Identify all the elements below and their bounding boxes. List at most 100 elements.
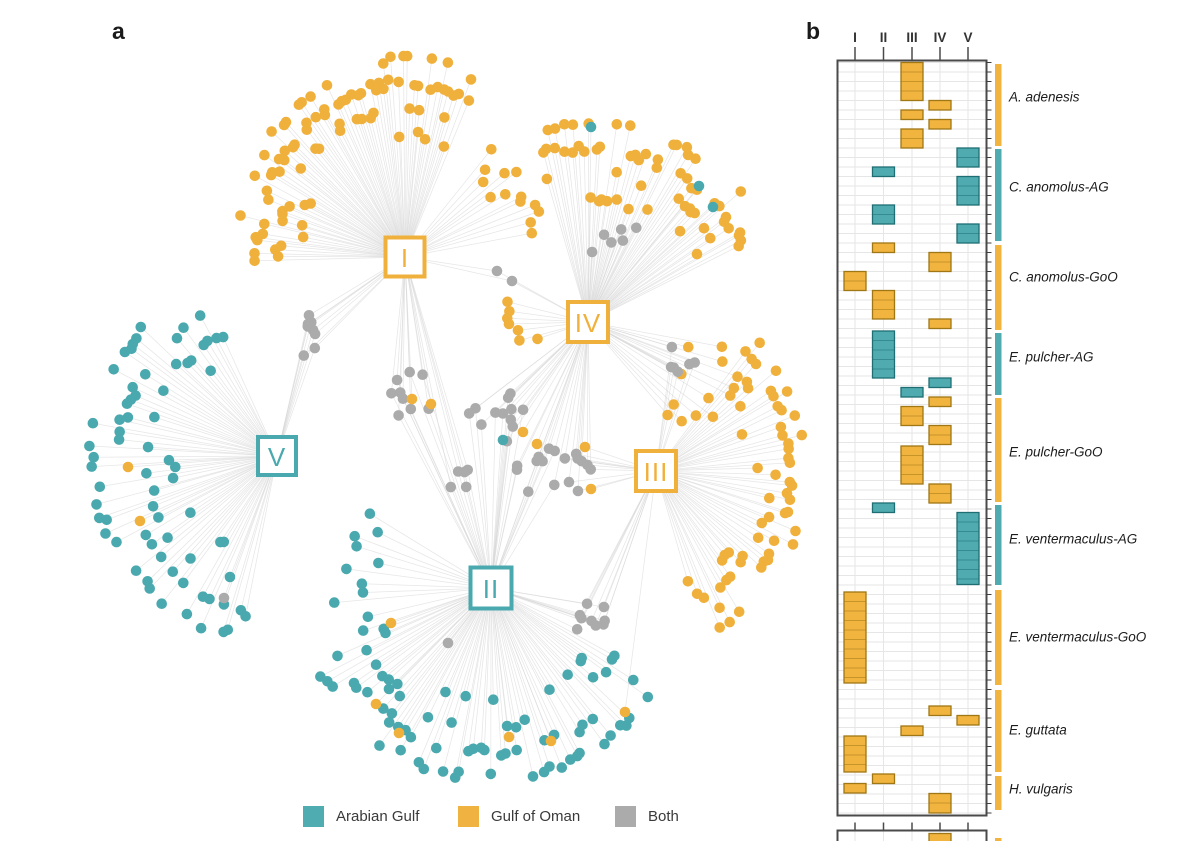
network-edge [554, 128, 589, 323]
network-node-teal [108, 364, 119, 375]
network-node-teal [140, 369, 151, 380]
network-edge [145, 455, 278, 536]
network-edge [404, 204, 536, 258]
species-label: E. guttata [1009, 722, 1067, 738]
network-edge [402, 398, 492, 589]
matrix-block [843, 591, 867, 684]
network-node-teal [202, 335, 213, 347]
hub-box-II [468, 565, 514, 611]
network-node-teal [378, 623, 390, 635]
network-edge [89, 445, 278, 457]
network-node-orange [770, 469, 781, 481]
network-node-teal [142, 576, 153, 587]
network-node-teal [170, 358, 182, 370]
network-edge [490, 426, 514, 589]
network-node-orange [756, 517, 768, 529]
matrix-block [956, 511, 980, 586]
network-node-gray [606, 237, 617, 248]
network-edge [275, 249, 406, 258]
network-node-teal [362, 611, 374, 623]
hub-box-I [383, 235, 427, 279]
network-node-gray [511, 464, 523, 476]
network-node-teal [575, 655, 587, 667]
network-edge [283, 124, 406, 258]
network-node-orange [585, 192, 596, 203]
network-node-teal [497, 434, 509, 446]
hub-label-V: V [268, 442, 286, 472]
network-edge [603, 470, 657, 608]
network-node-orange [776, 404, 787, 416]
network-node-orange [453, 88, 465, 100]
network-node-teal [511, 744, 522, 756]
network-node-orange [786, 480, 798, 491]
network-edge [391, 393, 492, 589]
network-node-teal [235, 605, 247, 616]
column-header-I: I [853, 30, 857, 45]
matrix-block [871, 289, 896, 320]
network-edge [315, 116, 406, 258]
network-node-orange [393, 76, 404, 88]
network-edge [587, 125, 631, 323]
network-node-teal [556, 762, 568, 773]
network-node-orange [735, 556, 746, 568]
network-edge [516, 321, 589, 470]
network-edge [375, 90, 406, 258]
network-node-teal [628, 674, 639, 686]
hub-box-III [634, 449, 678, 493]
network-edge [338, 104, 406, 258]
network-node-teal [185, 553, 196, 564]
network-node-teal [364, 508, 376, 519]
network-node-orange [705, 232, 716, 244]
network-node-orange [619, 706, 631, 718]
network-node-orange [531, 438, 543, 450]
network-node-orange [385, 51, 396, 63]
network-node-teal [519, 714, 530, 726]
network-node-orange [691, 248, 703, 260]
network-node-orange [393, 727, 405, 739]
network-node-orange [301, 117, 312, 129]
network-edge [490, 448, 550, 589]
network-edge [581, 321, 589, 462]
network-node-orange [297, 231, 309, 243]
network-node-teal [224, 571, 236, 583]
network-node-orange [579, 146, 590, 157]
network-node-orange [425, 398, 437, 410]
network-node-orange [280, 116, 292, 128]
network-node-orange [781, 386, 793, 397]
network-node-orange [526, 227, 538, 239]
network-edge [301, 102, 406, 258]
network-node-orange [249, 170, 261, 182]
network-node-gray [397, 393, 409, 405]
network-node-orange [733, 240, 744, 252]
network-node-teal [153, 512, 164, 523]
network-edge [546, 178, 589, 323]
network-node-teal [449, 772, 461, 783]
species-label: C. anomolus-AG [1009, 179, 1109, 195]
network-edge [490, 587, 605, 745]
network-edge [454, 587, 492, 778]
network-edge [655, 470, 793, 486]
network-node-orange [355, 88, 367, 99]
network-node-orange [261, 185, 273, 197]
network-edge [655, 434, 802, 472]
network-node-gray [417, 369, 428, 381]
network-edge [149, 455, 278, 589]
network-edge [404, 93, 460, 258]
network-node-gray [549, 479, 560, 491]
network-edge [339, 123, 406, 258]
network-node-teal [642, 691, 654, 703]
network-node-orange [796, 429, 808, 441]
network-node-teal [587, 713, 599, 725]
network-node-orange [517, 426, 529, 438]
network-edge [587, 221, 725, 323]
network-edge [105, 455, 278, 534]
network-edge [271, 171, 406, 258]
network-node-teal [135, 321, 147, 333]
network-node-orange [334, 118, 345, 130]
species-group-bar [995, 333, 1002, 395]
network-node-gray [476, 419, 487, 430]
network-node-orange [642, 204, 653, 215]
network-edge [403, 56, 406, 258]
network-node-orange [319, 104, 330, 115]
